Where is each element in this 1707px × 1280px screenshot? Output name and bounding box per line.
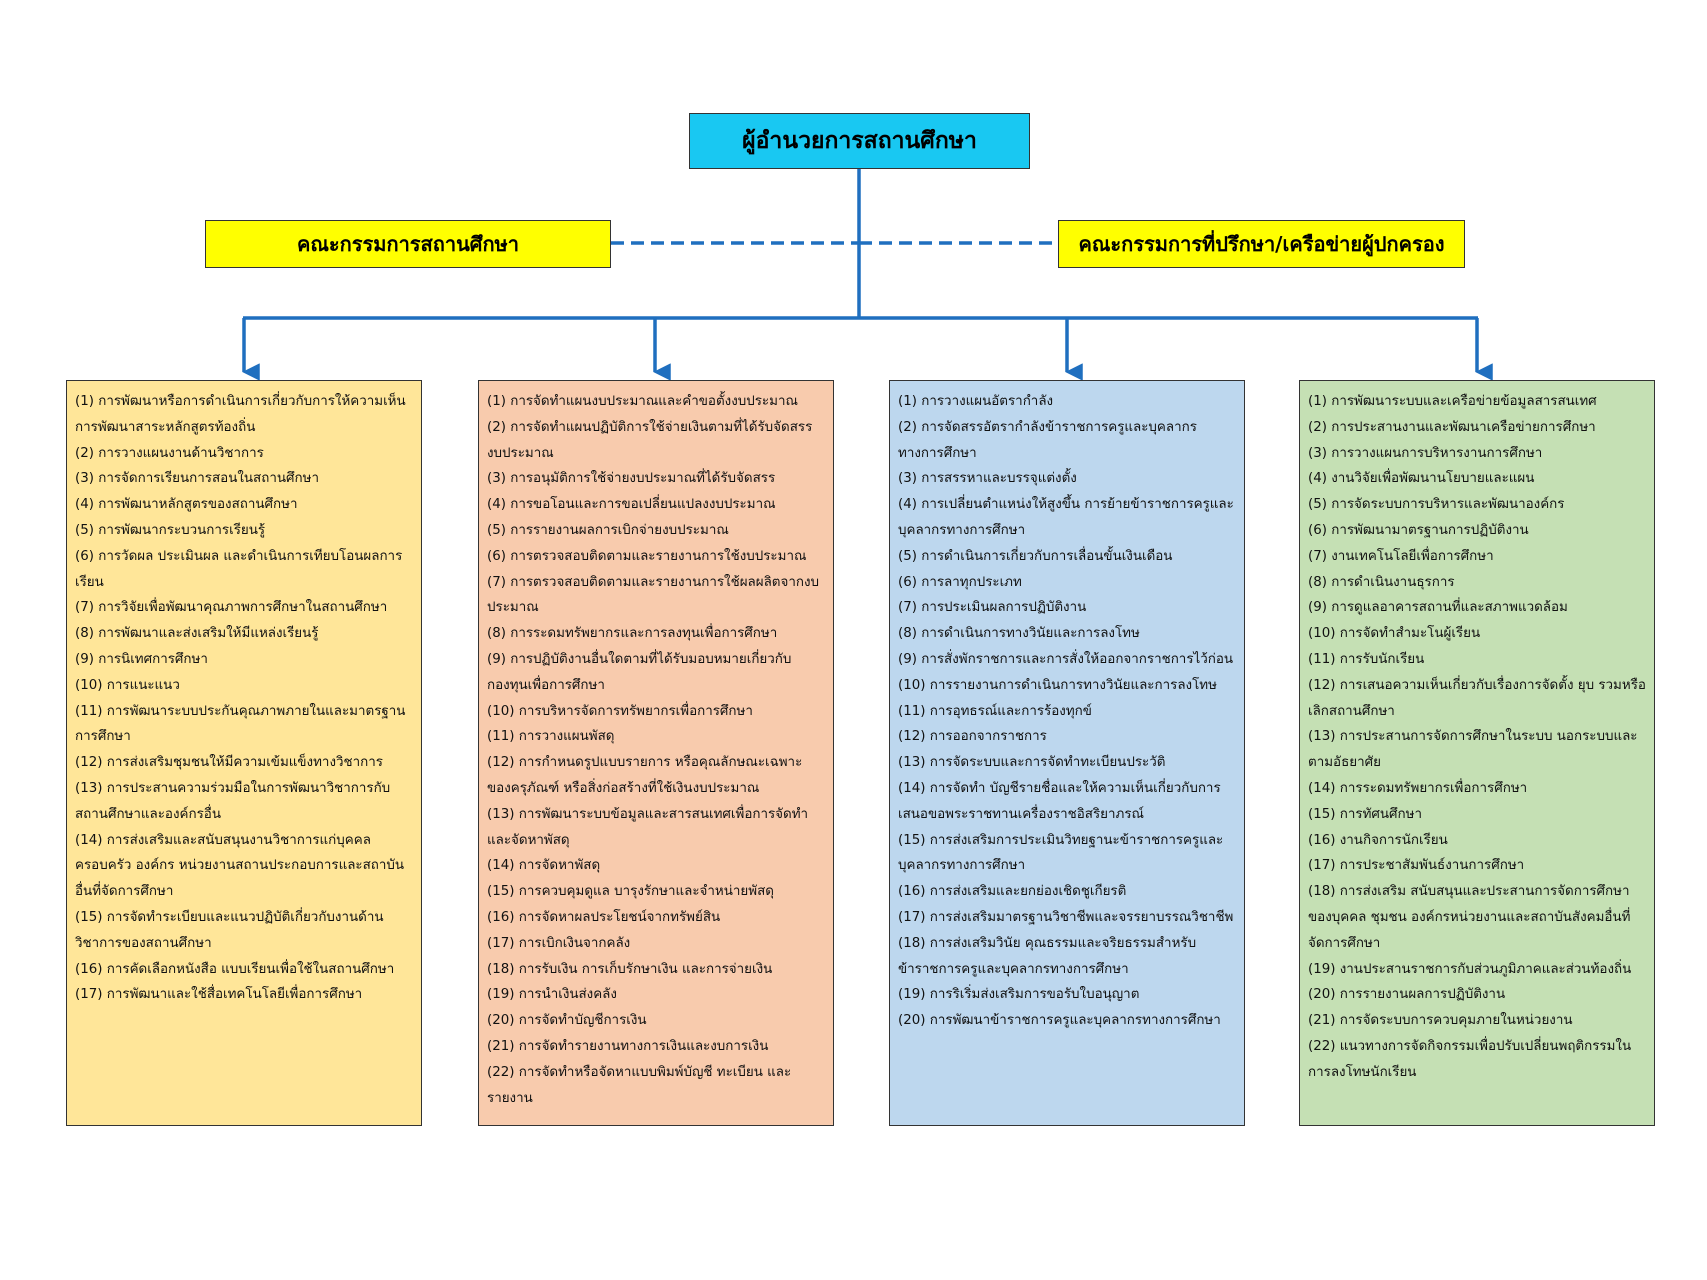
- list-item: (5) การดำเนินการเกี่ยวกับการเลื่อนขั้นเง…: [898, 548, 1173, 564]
- list-item: (9) การสั่งพักราชการและการสั่งให้ออกจากร…: [898, 651, 1234, 667]
- list-item: (12) การกำหนดรูปแบบรายการ หรือคุณลักษณะเ…: [487, 755, 803, 796]
- list-item: (19) งานประสานราชการกับส่วนภูมิภาคและส่ว…: [1308, 961, 1632, 977]
- list-item: (9) การปฏิบัติงานอื่นใดตามที่ได้รับมอบหม…: [487, 651, 792, 693]
- list-item: (9) การนิเทศการศึกษา: [75, 651, 208, 667]
- list-item: (15) การส่งเสริมการประเมินวิทยฐานะข้าราช…: [898, 832, 1224, 874]
- list-item: (19) การนำเงินส่งคลัง: [487, 987, 617, 1003]
- list-item: (14) การระดมทรัพยากรเพื่อการศึกษา: [1308, 780, 1528, 796]
- list-item: (5) การรายงานผลการเบิกจ่ายงบประมาณ: [487, 522, 729, 538]
- list-item: (2) การจัดทำแผนปฏิบัติการใช้จ่ายเงินตามท…: [487, 419, 813, 461]
- list-item: (22) แนวทางการจัดกิจกรรมเพื่อปรับเปลี่ยน…: [1308, 1038, 1632, 1080]
- list-item: (13) การจัดระบบและการจัดทำทะเบียนประวัติ: [898, 755, 1166, 771]
- list-item: (4) การเปลี่ยนตำแหน่งให้สูงขึ้น การย้ายข…: [898, 497, 1234, 538]
- list-item: (14) การจัดทำ บัญชีรายชื่อและให้ความเห็น…: [898, 780, 1221, 822]
- list-item: (16) การจัดหาผลประโยชน์จากทรัพย์สิน: [487, 909, 721, 925]
- column-personnel: (1) การวางแผนอัตรากำลัง (2) การจัดสรรอัตร…: [889, 380, 1245, 1126]
- list-item: (8) การดำเนินการทางวินัยและการลงโทษ: [898, 626, 1140, 642]
- list-item: (14) การส่งเสริมและสนับสนุนงานวิชาการแก่…: [75, 832, 405, 900]
- list-item: (3) การอนุมัติการใช้จ่ายงบประมาณที่ได้รั…: [487, 471, 776, 487]
- list-item: (5) การพัฒนากระบวนการเรียนรู้: [75, 522, 266, 538]
- list-item: (6) การวัดผล ประเมินผล และดำเนินการเทียบ…: [75, 548, 403, 590]
- list-item: (1) การพัฒนาระบบและเครือข่ายข้อมูลสารสนเ…: [1308, 394, 1597, 409]
- item-list: (1) การวางแผนอัตรากำลัง (2) การจัดสรรอัตร…: [898, 389, 1236, 1034]
- list-item: (16) การส่งเสริมและยกย่องเชิดชูเกียรติ: [898, 884, 1127, 900]
- list-item: (11) การรับนักเรียน: [1308, 651, 1425, 667]
- list-item: (21) การจัดระบบการควบคุมภายในหน่วยงาน: [1308, 1013, 1573, 1029]
- list-item: (1) การวางแผนอัตรากำลัง: [898, 394, 1054, 409]
- list-item: (12) การส่งเสริมชุมชนให้มีความเข้มแข็งทา…: [75, 755, 383, 771]
- list-item: (2) การวางแผนงานด้านวิชาการ: [75, 445, 264, 461]
- column-budget: (1) การจัดทำแผนงบประมาณและคำขอตั้งงบประม…: [478, 380, 834, 1126]
- list-item: (11) การวางแผนพัสดุ: [487, 729, 615, 745]
- list-item: (13) การประสานการจัดการศึกษาในระบบ นอกระ…: [1308, 729, 1638, 771]
- list-item: (18) การส่งเสริมวินัย คุณธรรมและจริยธรรม…: [898, 935, 1197, 977]
- list-item: (10) การจัดทำสำมะโนผู้เรียน: [1308, 626, 1481, 642]
- list-item: (15) การทัศนศึกษา: [1308, 806, 1422, 822]
- list-item: (13) การประสานความร่วมมือในการพัฒนาวิชาก…: [75, 780, 391, 822]
- list-item: (10) การรายงานการดำเนินการทางวินัยและการ…: [898, 677, 1217, 693]
- advisory-committee-box: คณะกรรมการที่ปรึกษา/เครือข่ายผู้ปกครอง: [1058, 220, 1465, 268]
- list-item: (7) งานเทคโนโลยีเพื่อการศึกษา: [1308, 548, 1494, 564]
- list-item: (17) การประชาสัมพันธ์งานการศึกษา: [1308, 858, 1525, 874]
- list-item: (20) การจัดทำบัญชีการเงิน: [487, 1013, 647, 1029]
- list-item: (1) การพัฒนาหรือการดำเนินการเกี่ยวกับการ…: [75, 394, 406, 435]
- list-item: (11) การพัฒนาระบบประกันคุณภาพภายในและมาต…: [75, 703, 406, 745]
- list-item: (3) การสรรหาและบรรจุแต่งตั้ง: [898, 471, 1077, 487]
- list-item: (4) งานวิจัยเพื่อพัฒนานโยบายและแผน: [1308, 471, 1535, 487]
- advisory-committee-label: คณะกรรมการที่ปรึกษา/เครือข่ายผู้ปกครอง: [1078, 232, 1445, 256]
- list-item: (20) การพัฒนาข้าราชการครูและบุคลากรทางกา…: [898, 1013, 1221, 1029]
- item-list: (1) การพัฒนาหรือการดำเนินการเกี่ยวกับการ…: [75, 389, 413, 1008]
- list-item: (22) การจัดทำหรือจัดหาแบบพิมพ์บัญชี ทะเบ…: [487, 1064, 792, 1106]
- list-item: (2) การจัดสรรอัตรากำลังข้าราชการครูและบุ…: [898, 419, 1197, 461]
- school-committee-label: คณะกรรมการสถานศึกษา: [297, 232, 519, 256]
- list-item: (7) การตรวจสอบติดตามและรายงานการใช้ผลผลิ…: [487, 574, 819, 616]
- list-item: (6) การตรวจสอบติดตามและรายงานการใช้งบประ…: [487, 548, 807, 564]
- school-committee-box: คณะกรรมการสถานศึกษา: [205, 220, 611, 268]
- list-item: (5) การจัดระบบการบริหารและพัฒนาองค์กร: [1308, 497, 1565, 513]
- list-item: (18) การส่งเสริม สนับสนุนและประสานการจัด…: [1308, 884, 1631, 951]
- list-item: (17) การเบิกเงินจากคลัง: [487, 935, 631, 951]
- list-item: (19) การริเริ่มส่งเสริมการขอรับใบอนุญาต: [898, 987, 1140, 1003]
- list-item: (9) การดูแลอาคารสถานที่และสภาพแวดล้อม: [1308, 600, 1568, 616]
- item-list: (1) การจัดทำแผนงบประมาณและคำขอตั้งงบประม…: [487, 389, 825, 1111]
- list-item: (3) การวางแผนการบริหารงานการศึกษา: [1308, 445, 1543, 461]
- column-academic: (1) การพัฒนาหรือการดำเนินการเกี่ยวกับการ…: [66, 380, 422, 1126]
- list-item: (10) การบริหารจัดการทรัพยากรเพื่อการศึกษ…: [487, 703, 753, 719]
- list-item: (16) การคัดเลือกหนังสือ แบบเรียนเพื่อใช้…: [75, 961, 395, 977]
- list-item: (17) การพัฒนาและใช้สื่อเทคโนโลยีเพื่อการ…: [75, 987, 363, 1003]
- list-item: (6) การลาทุกประเภท: [898, 574, 1022, 590]
- list-item: (7) การวิจัยเพื่อพัฒนาคุณภาพการศึกษาในสถ…: [75, 600, 388, 616]
- list-item: (11) การอุทธรณ์และการร้องทุกข์: [898, 703, 1092, 719]
- director-box: ผู้อำนวยการสถานศึกษา: [689, 113, 1030, 169]
- list-item: (16) งานกิจการนักเรียน: [1308, 832, 1448, 848]
- list-item: (6) การพัฒนามาตรฐานการปฏิบัติงาน: [1308, 522, 1529, 538]
- director-label: ผู้อำนวยการสถานศึกษา: [742, 128, 977, 154]
- item-list: (1) การพัฒนาระบบและเครือข่ายข้อมูลสารสนเ…: [1308, 389, 1646, 1086]
- list-item: (15) การจัดทำระเบียบและแนวปฏิบัติเกี่ยวก…: [75, 909, 384, 951]
- list-item: (2) การประสานงานและพัฒนาเครือข่ายการศึกษ…: [1308, 419, 1596, 435]
- list-item: (8) การระดมทรัพยากรและการลงทุนเพื่อการศึ…: [487, 626, 778, 642]
- list-item: (12) การเสนอความเห็นเกี่ยวกับเรื่องการจั…: [1308, 677, 1646, 719]
- list-item: (21) การจัดทำรายงานทางการเงินและงบการเงิ…: [487, 1038, 769, 1054]
- list-item: (8) การพัฒนาและส่งเสริมให้มีแหล่งเรียนรู…: [75, 626, 319, 642]
- list-item: (12) การออกจากราชการ: [898, 729, 1047, 745]
- list-item: (8) การดำเนินงานธุรการ: [1308, 574, 1455, 590]
- list-item: (13) การพัฒนาระบบข้อมูลและสารสนเทศเพื่อก…: [487, 806, 809, 848]
- list-item: (1) การจัดทำแผนงบประมาณและคำขอตั้งงบประม…: [487, 394, 798, 409]
- list-item: (3) การจัดการเรียนการสอนในสถานศึกษา: [75, 471, 319, 487]
- column-general-admin: (1) การพัฒนาระบบและเครือข่ายข้อมูลสารสนเ…: [1299, 380, 1655, 1126]
- list-item: (18) การรับเงิน การเก็บรักษาเงิน และการจ…: [487, 961, 773, 977]
- list-item: (15) การควบคุมดูแล บารุงรักษาและจำหน่ายพ…: [487, 884, 774, 900]
- list-item: (10) การแนะแนว: [75, 677, 180, 693]
- list-item: (20) การรายงานผลการปฏิบัติงาน: [1308, 987, 1506, 1003]
- list-item: (14) การจัดหาพัสดุ: [487, 858, 601, 874]
- list-item: (4) การขอโอนและการขอเปลี่ยนแปลงงบประมาณ: [487, 497, 776, 513]
- list-item: (4) การพัฒนาหลักสูตรของสถานศึกษา: [75, 497, 298, 513]
- list-item: (7) การประเมินผลการปฏิบัติงาน: [898, 600, 1087, 616]
- list-item: (17) การส่งเสริมมาตรฐานวิชาชีพและจรรยาบร…: [898, 909, 1234, 925]
